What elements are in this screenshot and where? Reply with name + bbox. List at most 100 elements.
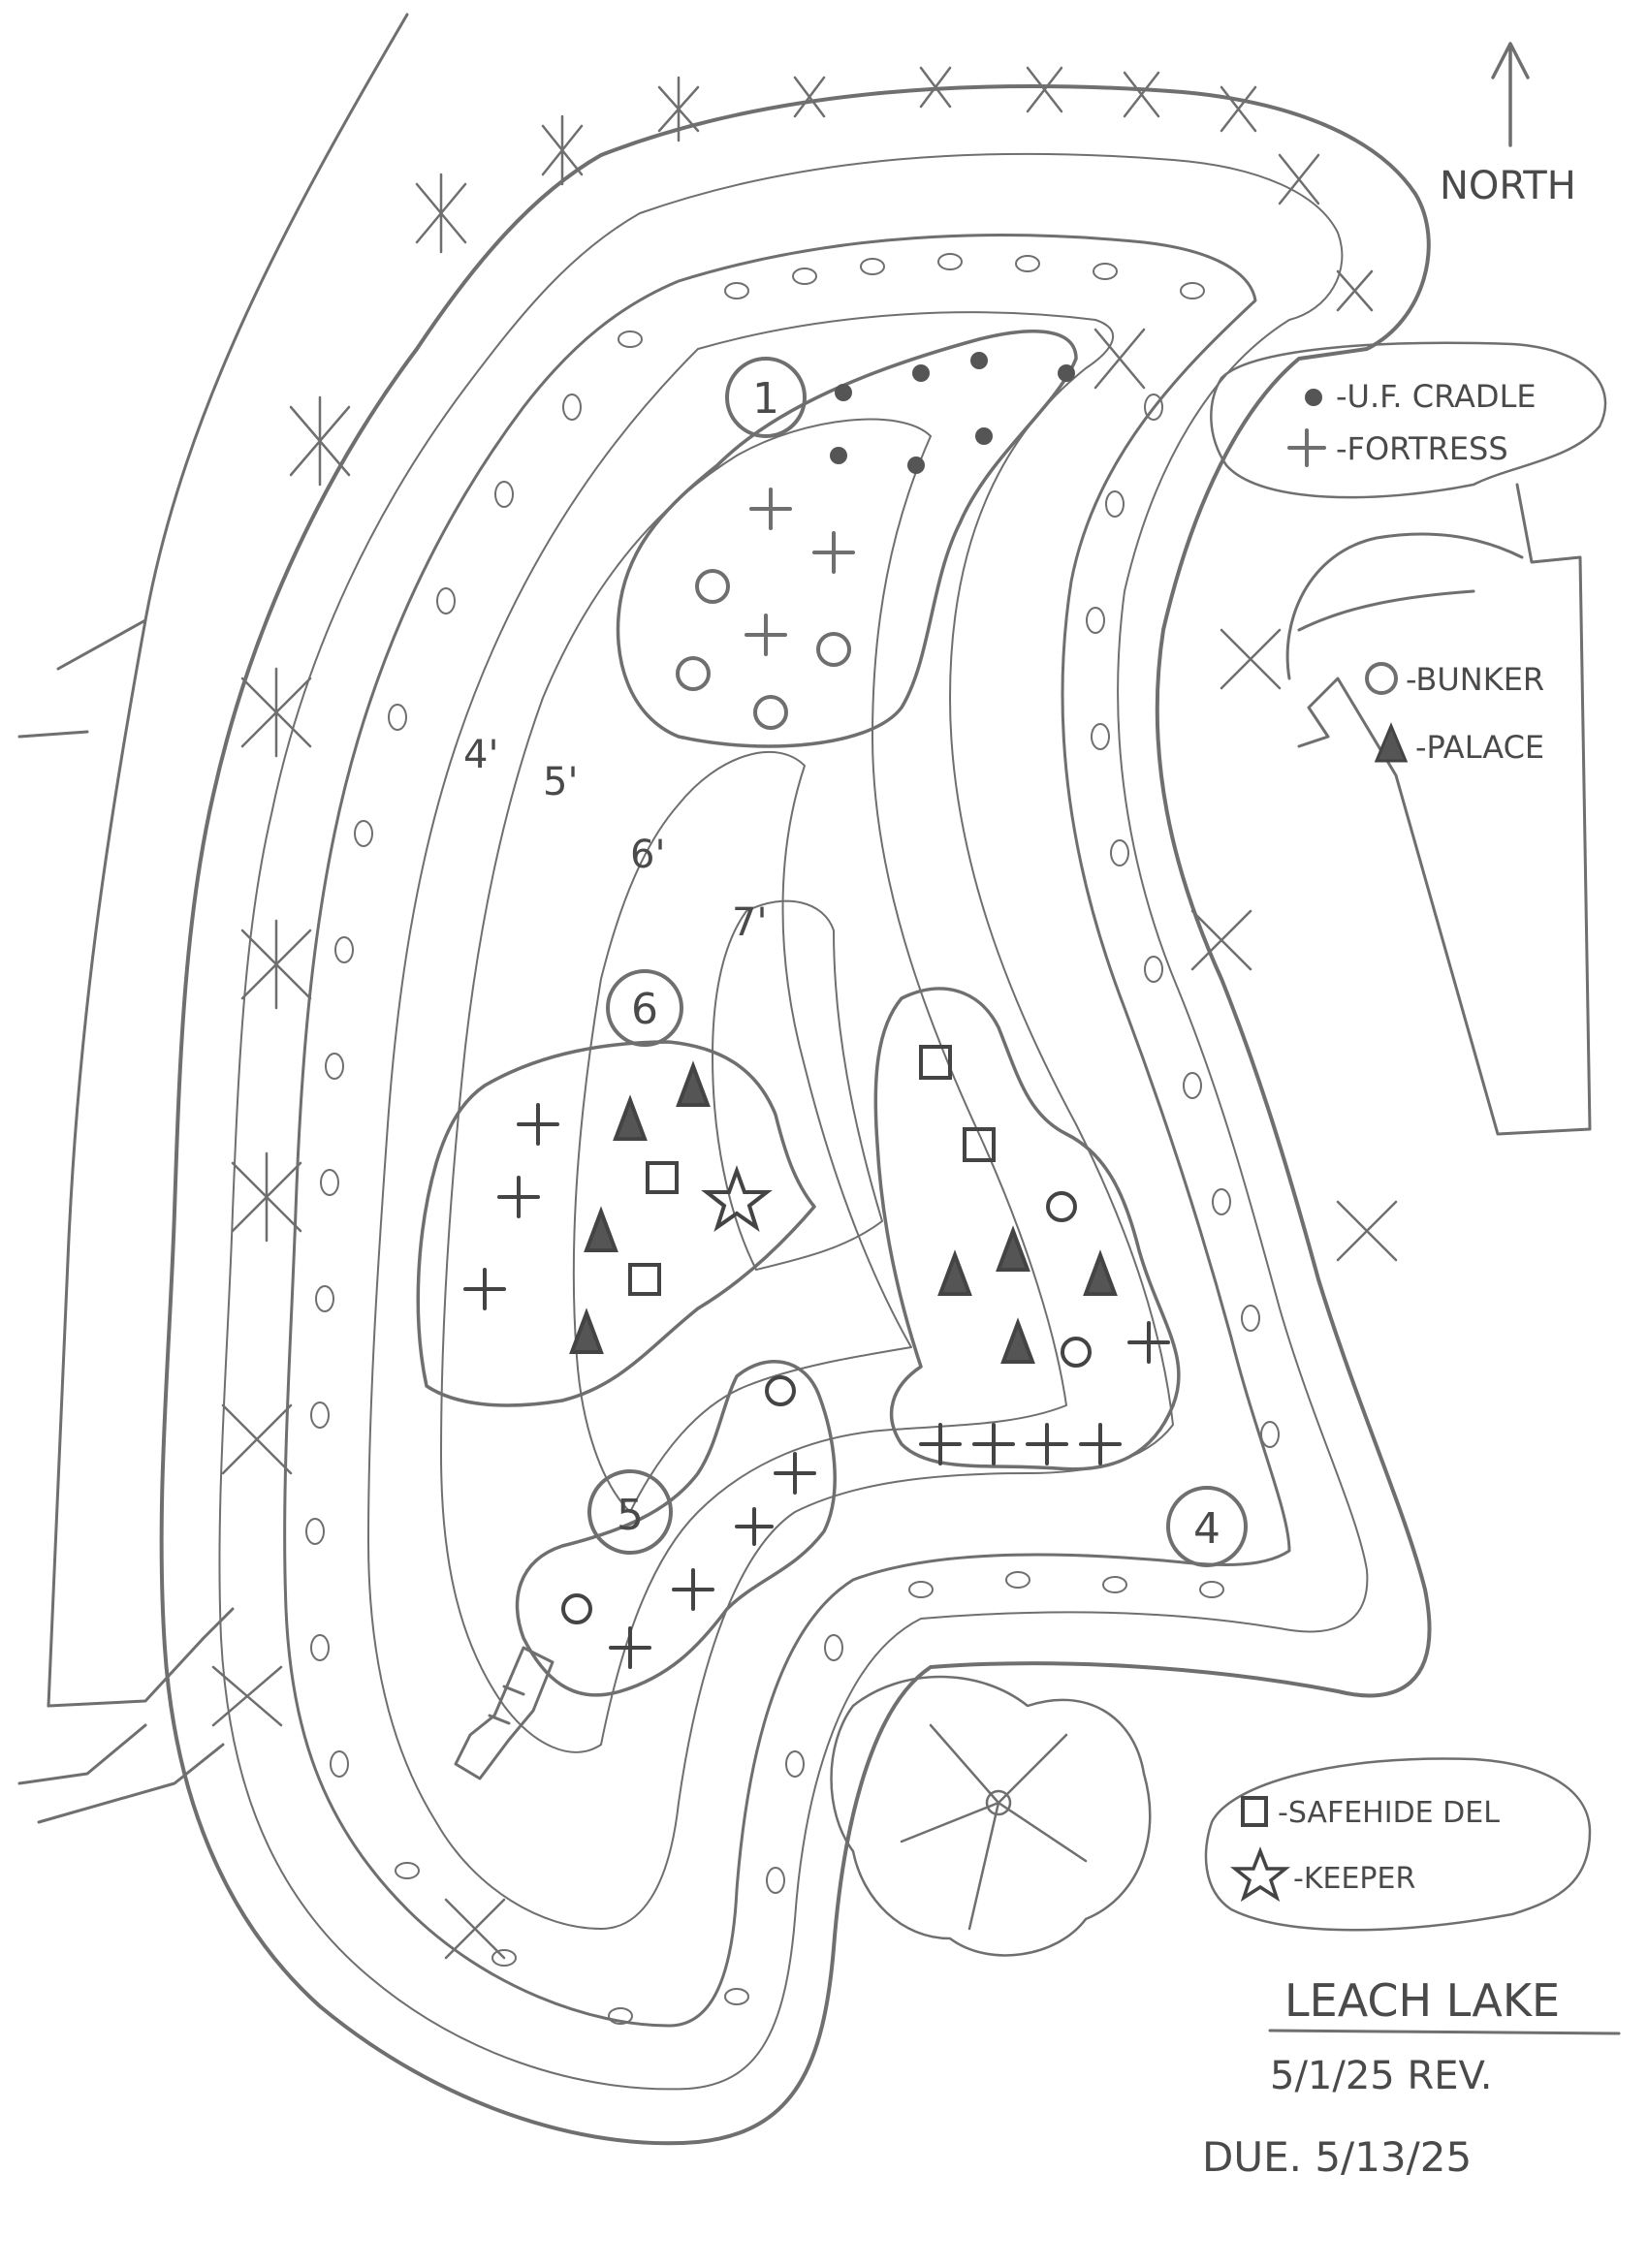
depth-contours [367,311,1174,1930]
depth-label-4: 4' [463,733,498,777]
grass-band [211,66,1398,2091]
zone-1-area[interactable] [616,330,1078,748]
fortress-plus-icon [463,1268,506,1310]
depth-label-7: 7' [732,900,767,945]
legend-mid: -BUNKER -PALACE [1365,661,1544,766]
cradle-dot-icon [970,352,988,369]
zone-6-area[interactable] [416,1040,816,1407]
fortress-plus-icon [609,1626,651,1669]
legend-bunker-label: -BUNKER [1406,661,1544,698]
cradle-dot-icon [830,447,847,464]
palace-triangle-icon [1000,1317,1035,1364]
north-label: NORTH [1440,164,1576,208]
fortress-plus-icon [919,1423,962,1465]
zone-1-cradles [830,352,1075,474]
zone-1-label: 1 [752,374,779,424]
dot-icon [1305,389,1322,406]
north-arrow-icon [1491,42,1530,147]
tree-icon [830,1675,1152,1957]
zone-6-label: 6 [631,985,658,1034]
bunker-circle-icon [816,632,851,667]
star-icon [1230,1846,1290,1903]
due-date: DUE. 5/13/25 [1202,2133,1472,2181]
fortress-plus-icon [672,1568,714,1611]
fortress-plus-icon [972,1423,1015,1465]
safehide-square-icon [646,1161,679,1194]
palace-triangle-icon [584,1206,618,1252]
legend-keeper-label: -KEEPER [1293,1862,1415,1896]
zone-1-marker[interactable]: 1 [725,357,807,438]
fortress-plus-icon [812,531,855,574]
legend-top: -U.F. CRADLE -FORTRESS [1287,378,1537,467]
fortress-plus-icon [517,1103,559,1146]
triangle-icon [1374,722,1409,763]
depth-label-5: 5' [543,760,578,804]
safehide-square-icon [628,1263,661,1296]
safehide-square-icon [963,1127,996,1162]
cradle-dot-icon [907,457,925,474]
cradle-dot-icon [912,364,930,382]
circle-icon [1365,662,1398,695]
palace-triangle-icon [996,1225,1030,1272]
palace-triangle-icon [613,1094,648,1141]
zone-5-area[interactable] [515,1359,837,1697]
adjacent-lot [1285,483,1592,1136]
zone-1-fortresses [745,488,855,656]
cradle-dot-icon [975,427,993,445]
grass-tufts [211,66,1398,1960]
map-title: LEACH LAKE [1284,1974,1560,2027]
fortress-plus-icon [735,1507,774,1546]
square-icon [1241,1796,1268,1827]
fortress-plus-icon [774,1452,816,1495]
fortress-plus-icon [1127,1321,1170,1364]
revision-date: 5/1/25 REV. [1270,2054,1492,2098]
palace-triangle-icon [1083,1249,1118,1296]
depth-labels: 4' 5' 6' 7' [463,733,767,945]
zone-4-label: 4 [1193,1504,1220,1554]
pebble-band [283,234,1291,2028]
zone-1-bunkers [676,569,851,730]
zone-6-marker[interactable]: 6 [606,969,683,1047]
bunker-circle-icon [1061,1337,1092,1368]
fortress-plus-icon [1026,1423,1068,1465]
bunker-circle-icon [753,695,788,730]
outer-shoreline [159,84,1432,2146]
plus-icon [1287,428,1326,467]
bunker-circle-icon [676,656,711,691]
legend-bottom: -SAFEHIDE DEL -KEEPER [1230,1796,1500,1903]
fortress-plus-icon [745,614,787,656]
legend-bottom-bubble [1204,1757,1592,1932]
palace-triangle-icon [569,1307,604,1354]
road-lines [17,13,409,1824]
depth-label-6: 6' [630,833,665,877]
legend-top-bubble [1210,341,1607,499]
zone-5-symbols [561,1375,816,1669]
palace-triangle-icon [937,1249,972,1296]
zone-6-symbols [463,1060,773,1354]
palace-triangle-icon [676,1060,711,1107]
legend-fortress-label: -FORTRESS [1336,430,1508,467]
bunker-circle-icon [695,569,730,604]
fortress-plus-icon [749,488,792,530]
cradle-dot-icon [835,384,852,401]
title-block: LEACH LAKE 5/1/25 REV. DUE. 5/13/25 [1202,1974,1621,2181]
safehide-square-icon [919,1045,952,1080]
zone-5-marker[interactable]: 5 [587,1469,673,1555]
zone-5-label: 5 [617,1491,644,1540]
zone-4-symbols [919,1045,1170,1465]
fortress-plus-icon [1079,1423,1122,1465]
pebbles [305,253,1280,2025]
cradle-dot-icon [1058,364,1075,382]
legend-cradle-label: -U.F. CRADLE [1336,378,1537,415]
zone-4-area[interactable] [873,987,1181,1471]
legend-palace-label: -PALACE [1415,729,1544,766]
bunker-circle-icon [561,1593,592,1624]
legend-safehide-label: -SAFEHIDE DEL [1278,1796,1500,1830]
dock [454,1646,555,1780]
bunker-circle-icon [765,1375,796,1406]
fortress-plus-icon [497,1176,540,1218]
zone-4-marker[interactable]: 4 [1166,1486,1248,1567]
keeper-star-icon [701,1165,773,1233]
bunker-circle-icon [1046,1191,1077,1222]
